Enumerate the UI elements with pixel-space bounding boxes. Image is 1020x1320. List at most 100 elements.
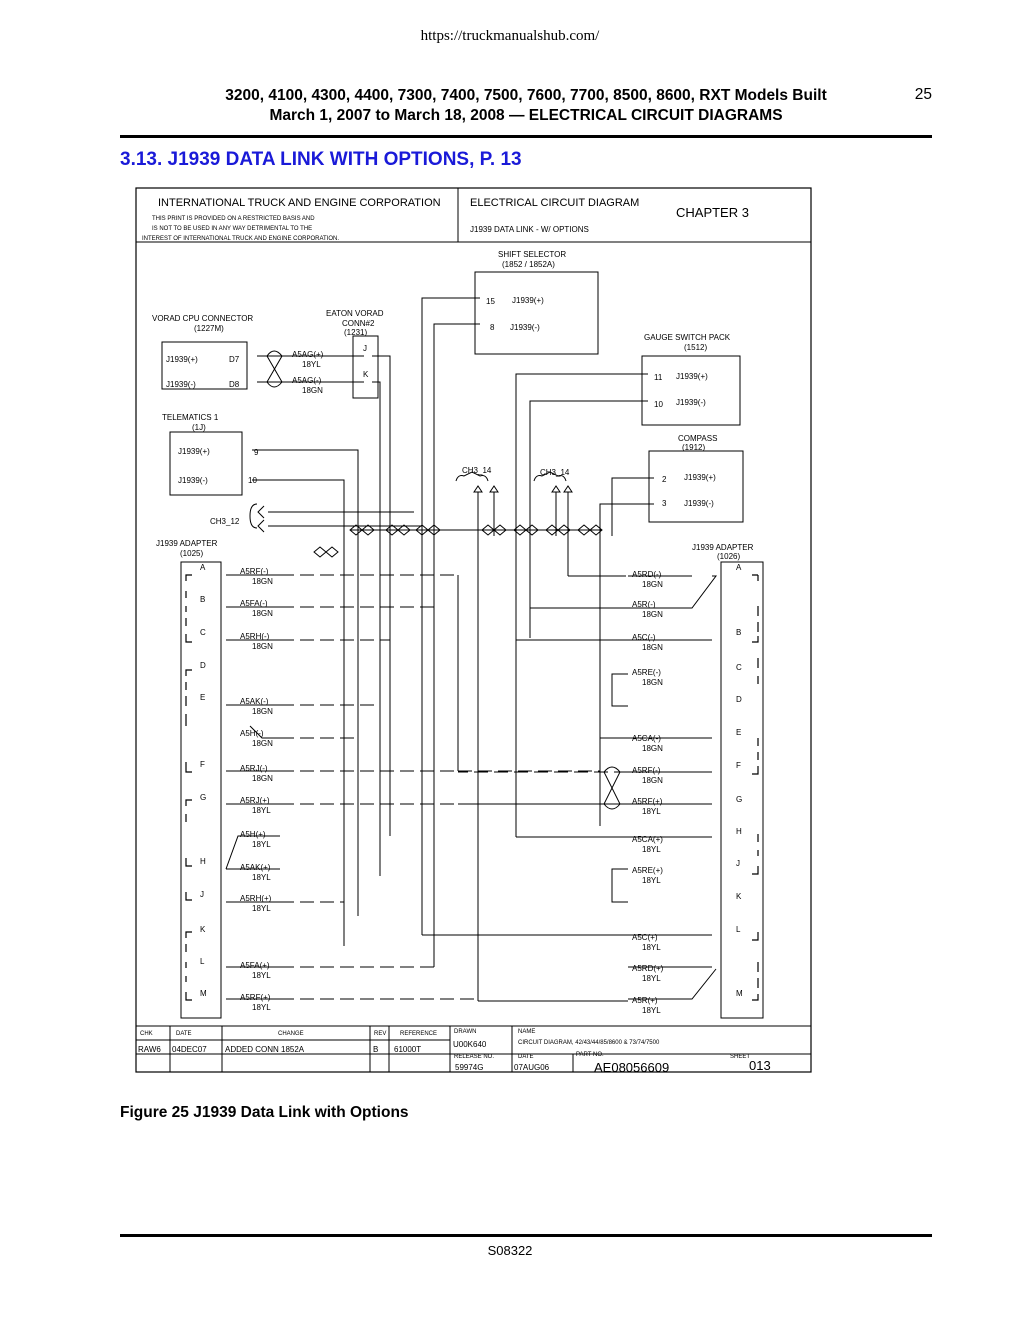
shift-signal-minus: J1939(-) [510,323,540,332]
rev-date: 04DEC07 [172,1045,207,1054]
rev-header-chk: CHK [140,1031,153,1037]
ref-ch3-14-b: CH3_14 [540,468,570,477]
notice-line-1: THIS PRINT IS PROVIDED ON A RESTRICTED B… [152,216,315,222]
left-wire-gauge: 18YL [252,806,271,815]
right-adapter-pin-label: M [736,989,743,998]
vorad-wire-plus-gauge: 18YL [302,360,321,369]
left-wire-gauge: 18GN [252,774,273,783]
section-title: 3.13. J1939 DATA LINK WITH OPTIONS, P. 1… [120,149,522,170]
telematics-pin-10: 10 [248,476,257,485]
ref-ch3-14-a: CH3_14 [462,466,492,475]
vorad-cpu-pin-d7: D7 [229,355,240,364]
left-wire-gauge: 18GN [252,609,273,618]
left-wire-gauge: 18YL [252,1003,271,1012]
left-wire-gauge: 18GN [252,577,273,586]
rev-header-date2: DATE [518,1054,534,1060]
diagram-name: J1939 DATA LINK - W/ OPTIONS [470,225,589,234]
left-wire-gauge: 18YL [252,904,271,913]
left-adapter-pin-label: J [200,890,204,899]
right-adapter-pin-label: J [736,859,740,868]
gauge-switch-name: GAUGE SWITCH PACK [644,333,731,342]
drawn-by: U00K640 [453,1040,487,1049]
drawing-name: CIRCUIT DIAGRAM, 42/43/44/85/8600 & 73/7… [518,1040,660,1046]
left-adapter-name: J1939 ADAPTER [156,539,218,548]
right-wire-gauge: 18YL [642,1006,661,1015]
right-wire-circuit: A5CA(+) [632,835,663,844]
left-wire-circuit: A5RJ(+) [240,796,270,805]
right-wire-gauge: 18GN [642,776,663,785]
eaton-vorad-box [352,335,379,399]
left-adapter-pin-label: L [200,957,205,966]
right-adapter-pin-label: B [736,628,741,637]
shift-signal-plus: J1939(+) [512,296,544,305]
right-wire-gauge: 18YL [642,807,661,816]
right-adapter-box [720,561,764,1019]
eaton-vorad-id: (1231) [344,328,367,337]
notice-line-2: IS NOT TO BE USED IN ANY WAY DETRIMENTAL… [152,226,312,232]
right-adapter-wire-labels: A5RD(-)18GNA5R(-)18GNA5C(-)18GNA5RE(-)18… [632,570,664,1015]
rev-header-sheet: SHEET [730,1054,750,1060]
vorad-cpu-signal-plus: J1939(+) [166,355,198,364]
compass-signal-minus: J1939(-) [684,499,714,508]
left-adapter-box [180,561,222,1019]
circuit-diagram: INTERNATIONAL TRUCK AND ENGINE CORPORATI… [135,187,812,1075]
rev-chk: RAW6 [138,1045,161,1054]
rev-change: ADDED CONN 1852A [225,1045,305,1054]
rev-header-part: PART NO. [576,1052,604,1058]
part-number: AE08056609 [594,1060,669,1075]
left-wire-gauge: 18GN [252,642,273,651]
right-wire-gauge: 18YL [642,876,661,885]
left-adapter-pin-label: C [200,628,206,637]
rev-letter: B [373,1045,378,1054]
right-wire-circuit: A5R(-) [632,600,656,609]
source-url[interactable]: https://truckmanualshub.com/ [420,28,600,44]
left-wire-gauge: 18YL [252,971,271,980]
gauge-signal-minus: J1939(-) [676,398,706,407]
header-rule [120,135,932,138]
left-wire-gauge: 18YL [252,840,271,849]
left-adapter-pin-label: E [200,693,205,702]
shift-selector-id: (1852 / 1852A) [502,260,555,269]
compass-box [648,450,744,523]
compass-signal-plus: J1939(+) [684,473,716,482]
vorad-wire-minus: A5AG(-) [292,376,322,385]
left-wire-circuit: A5RH(+) [240,894,272,903]
figure-caption: Figure 25 J1939 Data Link with Options [120,1104,409,1121]
right-wire-circuit: A5RD(-) [632,570,662,579]
left-adapter-id: (1025) [180,549,203,558]
release-number: 59974G [455,1063,483,1072]
compass-pin-2: 2 [662,475,667,484]
gauge-pin-10: 10 [654,400,663,409]
right-wire-gauge: 18GN [642,610,663,619]
right-wire-gauge: 18YL [642,845,661,854]
footer-code: S08322 [487,1243,533,1258]
telematics-id: (1J) [192,423,206,432]
left-adapter-pin-label: F [200,760,205,769]
left-adapter-pin-label: M [200,989,207,998]
diagram-type: ELECTRICAL CIRCUIT DIAGRAM [470,197,639,209]
left-wire-circuit: A5RJ(-) [240,764,268,773]
right-wire-circuit: A5R(+) [632,996,658,1005]
eaton-vorad-name: EATON VORAD [326,309,384,318]
left-adapter-pin-label: G [200,793,206,802]
vorad-cpu-box [161,341,248,390]
right-adapter-pin-label: H [736,827,742,836]
right-adapter-id: (1026) [717,552,740,561]
notice-line-3: INTEREST OF INTERNATIONAL TRUCK AND ENGI… [142,236,339,242]
shift-pin-8: 8 [490,323,495,332]
right-wire-circuit: A5CA(-) [632,734,661,743]
right-adapter-name: J1939 ADAPTER [692,543,754,552]
right-wire-gauge: 18GN [642,744,663,753]
left-adapter-pin-label: D [200,661,206,670]
compass-id: (1912) [682,443,705,452]
right-adapter-pin-label: L [736,925,741,934]
shift-pin-15: 15 [486,297,495,306]
right-wire-gauge: 18YL [642,943,661,952]
left-wire-circuit: A5RF(+) [240,993,271,1002]
vorad-cpu-id: (1227M) [194,324,224,333]
chapter-label: CHAPTER 3 [676,205,749,220]
vorad-cpu-signal-minus: J1939(-) [166,380,196,389]
right-wire-circuit: A5RF(+) [632,797,663,806]
header-line-2: March 1, 2007 to March 18, 2008 — ELECTR… [269,107,783,124]
